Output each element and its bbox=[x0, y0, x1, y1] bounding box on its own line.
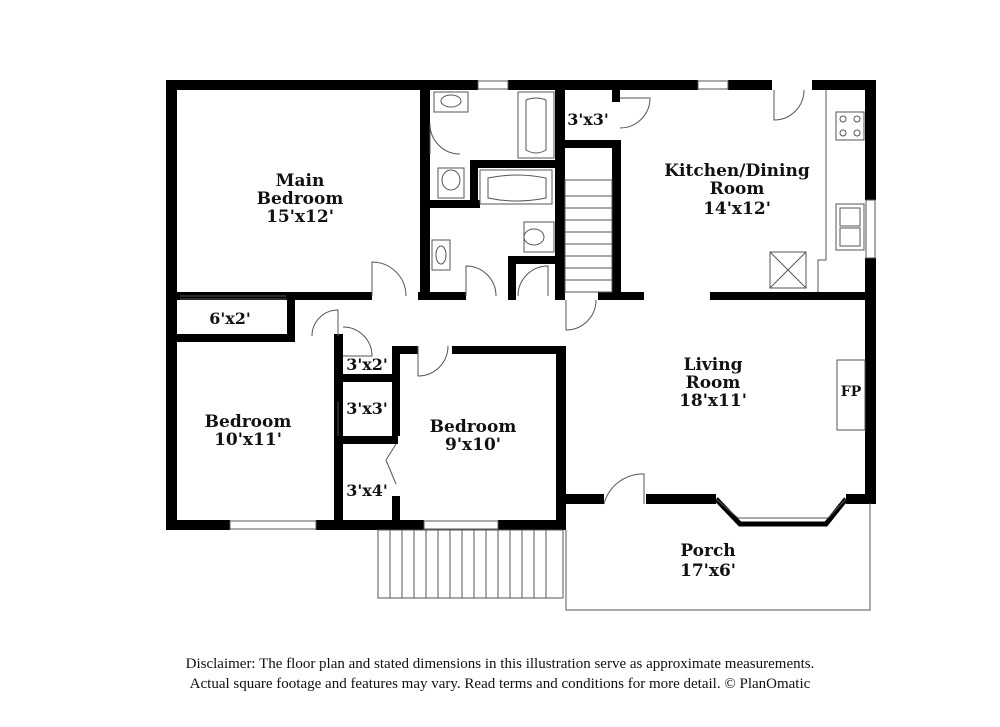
wall-closets-right bbox=[392, 346, 400, 436]
label-main-bedroom-1: Main bbox=[276, 171, 325, 191]
label-main-bedroom-2: Bedroom bbox=[257, 189, 344, 209]
label-porch: Porch bbox=[680, 541, 735, 561]
stair-landing bbox=[564, 179, 613, 196]
label-porch-size: 17'x6' bbox=[680, 561, 736, 581]
label-kitchen-1: Kitchen/Dining bbox=[664, 161, 810, 181]
wall-bottom-left-c bbox=[498, 520, 566, 530]
toilet-top bbox=[437, 167, 465, 199]
wall-kitchen-bottom bbox=[710, 292, 876, 300]
porch-outline bbox=[565, 503, 871, 611]
label-closet-top: 3'x3' bbox=[567, 110, 609, 129]
wall-bed-center-top-b bbox=[452, 346, 558, 354]
step-lines bbox=[389, 530, 547, 598]
wall-mainbed-bottom-b bbox=[418, 292, 466, 300]
kitchen-sink bbox=[835, 203, 865, 251]
wall-top-left bbox=[166, 80, 478, 90]
label-bedroom-left-size: 10'x11' bbox=[214, 430, 282, 450]
label-closet-a: 3'x2' bbox=[346, 355, 388, 374]
porch-steps bbox=[377, 529, 564, 599]
kitchen-counter bbox=[817, 90, 827, 292]
wall-bath-mid bbox=[430, 200, 480, 208]
label-closet-c: 3'x4' bbox=[346, 481, 388, 500]
disclaimer-line-1: Disclaimer: The floor plan and stated di… bbox=[185, 656, 815, 672]
wall-right-lower bbox=[865, 258, 876, 503]
wall-living-bottom-b bbox=[646, 494, 716, 504]
label-living-size: 18'x11' bbox=[679, 391, 747, 411]
wall-bottom-left-a bbox=[166, 520, 230, 530]
bay-window bbox=[714, 497, 848, 527]
floor-plan: Main Bedroom 15'x12' Kitchen/Dining Room… bbox=[166, 80, 876, 611]
wall-top-right-a bbox=[728, 80, 772, 90]
label-main-bedroom-size: 15'x12' bbox=[266, 207, 334, 227]
sink-top bbox=[433, 91, 469, 113]
wall-left bbox=[166, 80, 177, 530]
window-right bbox=[865, 199, 876, 259]
label-fireplace: FP bbox=[841, 384, 862, 400]
wall-closet-small bbox=[508, 256, 560, 264]
window-top-2 bbox=[697, 80, 729, 90]
toilet-mid bbox=[523, 221, 555, 253]
stair-lines bbox=[565, 207, 612, 281]
label-living-1: Living bbox=[684, 355, 743, 375]
window-bottom-1 bbox=[229, 520, 317, 530]
wall-top-mid bbox=[508, 80, 698, 90]
wall-stair-bottom bbox=[598, 292, 644, 300]
wall-closet-c-bot bbox=[392, 496, 400, 524]
wall-tub2-left bbox=[470, 160, 478, 208]
label-closet-b: 3'x3' bbox=[346, 399, 388, 418]
walls bbox=[166, 80, 876, 530]
wall-closet6-right bbox=[287, 292, 295, 340]
door-swing bbox=[371, 261, 407, 297]
label-kitchen-size: 14'x12' bbox=[703, 199, 771, 219]
skylight bbox=[769, 251, 807, 289]
label-bedroom-left: Bedroom bbox=[205, 412, 292, 432]
room-labels: Main Bedroom 15'x12' Kitchen/Dining Room… bbox=[205, 110, 862, 581]
wall-right bbox=[865, 80, 876, 200]
wall-closet-b-bottom bbox=[334, 436, 398, 444]
wall-bed-center-right bbox=[556, 346, 566, 530]
wall-kitchen-stub bbox=[612, 90, 620, 102]
wall-tub2-top bbox=[470, 160, 560, 168]
wall-stair-right bbox=[612, 140, 621, 300]
tub-top bbox=[517, 91, 555, 159]
disclaimer: Disclaimer: The floor plan and stated di… bbox=[0, 654, 1000, 694]
label-bedroom-center: Bedroom bbox=[430, 417, 517, 437]
wall-top-right-b bbox=[812, 80, 876, 90]
wall-closet6-bottom bbox=[177, 334, 295, 342]
sink-mid bbox=[431, 239, 451, 271]
wall-bath-right bbox=[420, 90, 430, 300]
stove bbox=[835, 111, 865, 141]
label-living-2: Room bbox=[686, 373, 741, 393]
window-bottom-2 bbox=[423, 520, 499, 530]
disclaimer-line-2: Actual square footage and features may v… bbox=[189, 676, 811, 692]
fireplace bbox=[836, 359, 866, 431]
window-top-1 bbox=[477, 80, 509, 90]
wall-bed-center-top-a bbox=[392, 346, 418, 354]
wall-stair-left bbox=[555, 90, 565, 300]
wall-living-bottom-c bbox=[846, 494, 876, 504]
wall-stair-top bbox=[555, 140, 617, 148]
wall-bottom-left-b bbox=[316, 520, 424, 530]
tub-mid bbox=[479, 169, 553, 205]
label-kitchen-2: Room bbox=[710, 179, 765, 199]
bay-window-inner bbox=[715, 498, 847, 519]
fixtures bbox=[180, 80, 876, 611]
label-closet-main: 6'x2' bbox=[209, 309, 251, 328]
wall-closet-small-l bbox=[508, 256, 516, 300]
wall-living-bottom-a bbox=[556, 494, 604, 504]
wall-closet-a-bottom bbox=[334, 374, 398, 382]
label-bedroom-center-size: 9'x10' bbox=[445, 435, 501, 455]
